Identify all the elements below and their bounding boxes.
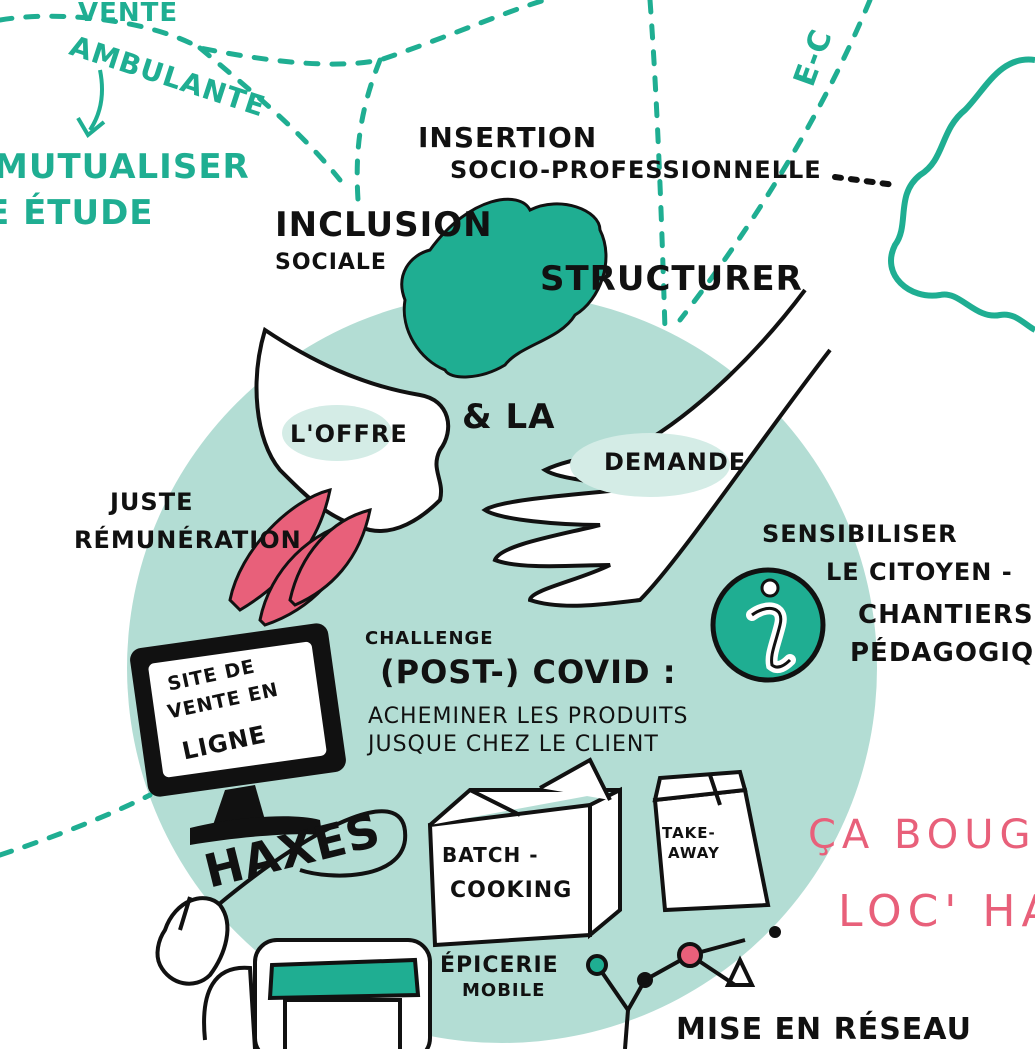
label-chantiers: CHANTIERS	[858, 600, 1034, 630]
label-jusque: JUSQUE CHEZ LE CLIENT	[368, 732, 659, 757]
network-icon	[586, 926, 781, 1049]
box-icon	[427, 757, 622, 948]
label-take: TAKE-	[662, 824, 716, 842]
label-cooking: COOKING	[450, 878, 573, 903]
bag-icon	[652, 769, 771, 913]
label-insertion: INSERTION	[418, 121, 598, 154]
label-mutualiser: MUTUALISER	[0, 147, 250, 187]
label-demande: DEMANDE	[604, 448, 747, 476]
label-structurer: STRUCTURER	[540, 259, 803, 299]
van-icon	[202, 938, 432, 1049]
label-et-la: & LA	[462, 397, 556, 437]
label-socio-professionnelle: SOCIO-PROFESSIONNELLE	[450, 156, 822, 184]
label-pedagogiques: PÉDAGOGIQU	[850, 638, 1035, 668]
label-juste: JUSTE	[110, 488, 194, 516]
monitor-icon	[130, 623, 346, 845]
label-inclusion: INCLUSION	[275, 205, 493, 245]
label-offre: L'OFFRE	[290, 420, 408, 448]
label-epicerie: ÉPICERIE	[440, 953, 559, 978]
pink-leaves	[228, 487, 372, 627]
label-batch: BATCH -	[442, 843, 539, 867]
cloud-outline	[888, 56, 1035, 333]
leaf-shape	[400, 197, 608, 379]
label-ca-bouge: ÇA BOUG	[808, 812, 1035, 858]
info-icon	[710, 567, 826, 683]
label-vente: VENTE	[78, 0, 179, 28]
dashed-connectors	[0, 0, 873, 858]
label-challenge: CHALLENGE	[365, 628, 494, 649]
label-citoyen: LE CITOYEN -	[826, 558, 1013, 586]
label-post-covid: (POST-) COVID :	[380, 653, 677, 691]
label-sensibiliser: SENSIBILISER	[762, 520, 958, 548]
label-mobile: MOBILE	[462, 980, 546, 1001]
label-loc-ha: LOC' HA	[838, 886, 1035, 937]
label-away: AWAY	[668, 844, 720, 862]
label-remuneration: RÉMUNÉRATION	[74, 526, 302, 554]
label-acheminer: ACHEMINER LES PRODUITS	[368, 704, 689, 729]
mouse-icon	[155, 809, 408, 986]
label-sociale: SOCIALE	[275, 250, 387, 275]
label-etude: E ÉTUDE	[0, 193, 154, 233]
label-mise-en-reseau: MISE EN RÉSEAU	[676, 1012, 972, 1047]
